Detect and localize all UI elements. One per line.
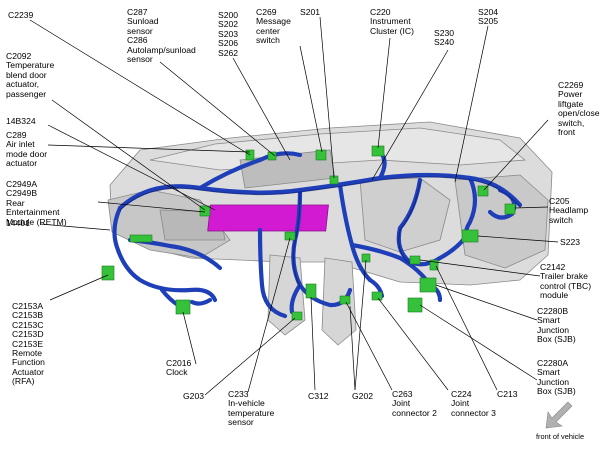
connector-c213 bbox=[429, 259, 439, 271]
label-14401: 14401 bbox=[6, 218, 30, 228]
wiring-harness bbox=[112, 147, 523, 319]
connector-c2280a bbox=[407, 297, 423, 313]
connectors bbox=[101, 145, 516, 321]
connector-c224 bbox=[371, 291, 383, 301]
connector-14401 bbox=[129, 234, 153, 243]
label-c289: C289 Air inlet mode door actuator bbox=[6, 130, 48, 169]
label-c2153: C2153A C2153B C2153C C2153D C2153E Remot… bbox=[12, 301, 45, 387]
dashboard-frame bbox=[107, 121, 553, 346]
connector-c203 bbox=[291, 311, 303, 321]
label-s223: S223 bbox=[560, 237, 581, 247]
label-c269: C269 Message center switch bbox=[256, 7, 291, 46]
label-c312: C312 bbox=[308, 391, 329, 401]
label-c224: C224 Joint connector 3 bbox=[451, 389, 496, 418]
connector-c2142 bbox=[409, 255, 421, 265]
label-c2280a: C2280A Smart Junction Box (SJB) bbox=[537, 358, 576, 397]
label-c2092: C2092 Temperature blend door actuator, p… bbox=[6, 51, 55, 99]
connector-c2016 bbox=[175, 299, 191, 315]
arrow-down-left-icon bbox=[545, 401, 573, 429]
connector-c2269 bbox=[477, 185, 489, 197]
label-c233: C233 In-vehicle temperature sensor bbox=[228, 389, 275, 428]
label-c220: C220 Instrument Cluster (IC) bbox=[370, 7, 414, 36]
connector-c2949 bbox=[199, 205, 211, 217]
label-g202: G202 bbox=[352, 391, 374, 401]
connector-c2280b bbox=[419, 277, 437, 293]
connector-c287 bbox=[267, 151, 277, 161]
label-g203: G203 bbox=[183, 391, 205, 401]
connector-c269 bbox=[315, 149, 327, 161]
label-s200-group: S200 S202 S203 S206 S262 bbox=[218, 10, 239, 58]
label-s204-s205: S204 S205 bbox=[478, 7, 499, 27]
wiring-harness-shadow bbox=[119, 176, 521, 288]
label-front-of-vehicle: front of vehicle bbox=[536, 432, 585, 441]
connector-c205 bbox=[504, 203, 516, 215]
label-c213: C213 bbox=[497, 389, 518, 399]
connector-c2153 bbox=[101, 265, 115, 281]
label-14b324: 14B324 bbox=[6, 116, 36, 126]
label-c287-c286: C287 Sunload sensor C286 Autolamp/sunloa… bbox=[127, 7, 196, 65]
connector-c233 bbox=[284, 231, 296, 241]
label-s201: S201 bbox=[300, 7, 321, 17]
connector-s223 bbox=[461, 229, 479, 243]
connector-c263 bbox=[339, 295, 351, 305]
label-s230-s240: S230 S240 bbox=[434, 28, 455, 48]
label-c2269: C2269 Power liftgate open/close switch, … bbox=[558, 80, 600, 138]
label-c205: C205 Headlamp switch bbox=[549, 196, 589, 225]
label-c2280b: C2280B Smart Junction Box (SJB) bbox=[537, 306, 576, 345]
label-c2142: C2142 Trailer brake control (TBC) module bbox=[540, 262, 592, 301]
label-c2016: C2016 Clock bbox=[166, 358, 192, 378]
label-c263: C263 Joint connector 2 bbox=[392, 389, 437, 418]
retm-module bbox=[207, 204, 329, 232]
leader-lines bbox=[29, 16, 559, 396]
label-c2239: C2239 bbox=[8, 10, 34, 20]
connector-c312 bbox=[305, 283, 317, 299]
label-c2949: C2949A C2949B Rear Entertainment Module … bbox=[6, 179, 67, 227]
